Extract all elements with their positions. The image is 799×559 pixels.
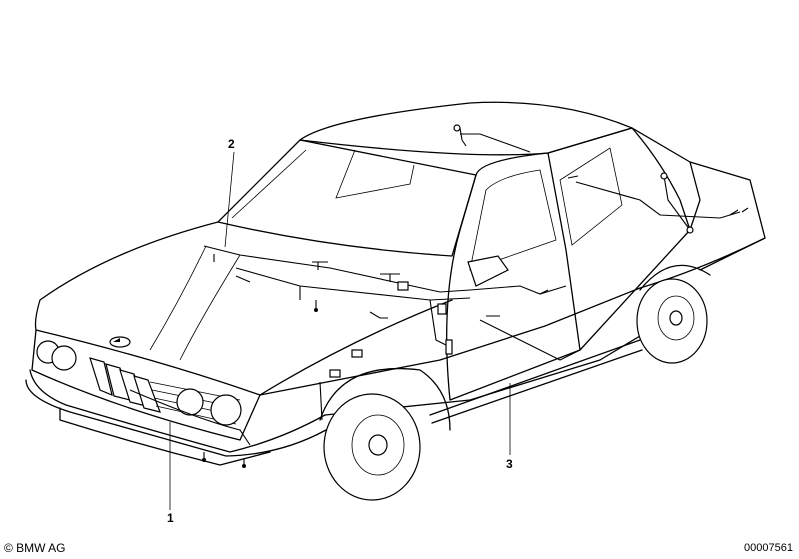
callout-2: 2 [224,137,235,248]
callout-3: 3 [506,383,513,471]
front-wheel [319,367,451,501]
wiring-harness-dashboard [203,245,471,355]
copyright-notice: © BMW AG [4,541,66,555]
wiring-harness-roof [453,124,531,153]
wiring-harness-front [129,349,363,468]
callout-label: 3 [506,457,513,471]
rear-wheel [636,264,711,364]
callout-label: 1 [167,511,174,525]
callout-label: 2 [228,137,235,151]
document-number: 00007561 [744,542,793,554]
car-body-outline [25,101,766,501]
callout-1: 1 [167,422,174,525]
wiring-harness-side [469,172,749,361]
